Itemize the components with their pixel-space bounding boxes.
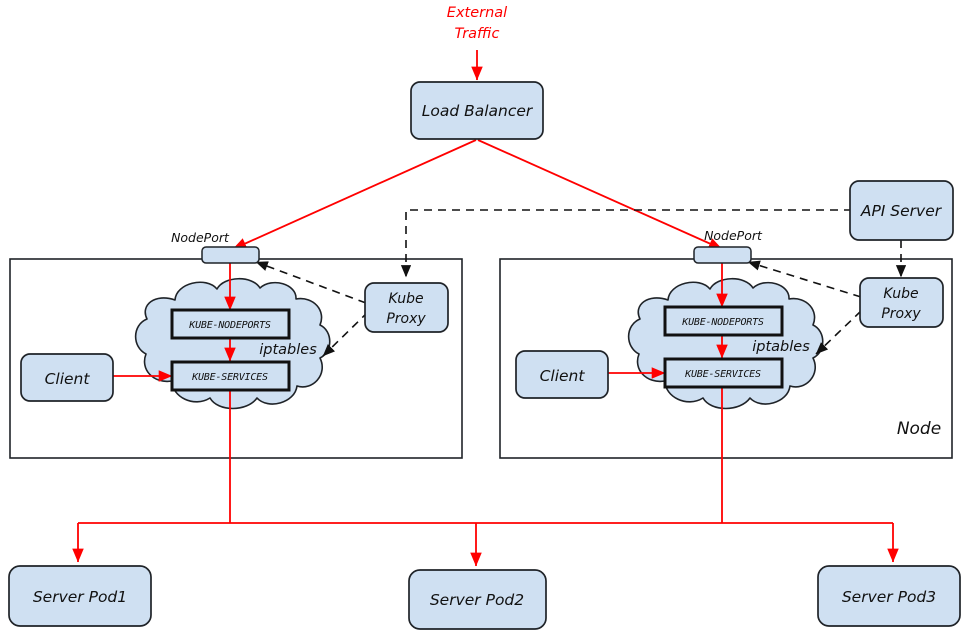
arrow-lb-to-nodeport-left xyxy=(232,139,477,250)
arrow-kubeproxy-to-iptables-right xyxy=(815,310,862,355)
chain-kube-nodeports-left-label: KUBE-NODEPORTS xyxy=(188,320,271,331)
external-traffic-line2: Traffic xyxy=(454,26,499,42)
api-server-box[interactable]: API Server xyxy=(849,180,954,241)
client-right-box[interactable]: Client xyxy=(515,350,609,399)
iptables-left-label: iptables xyxy=(259,342,317,358)
chain-kube-nodeports-left[interactable]: KUBE-NODEPORTS xyxy=(170,308,291,340)
server-pod-1-box[interactable]: Server Pod1 xyxy=(8,565,152,627)
chain-kube-nodeports-right-label: KUBE-NODEPORTS xyxy=(681,317,764,328)
arrow-kubeproxy-to-nodeport-right xyxy=(747,260,862,298)
chain-kube-services-left-label: KUBE-SERVICES xyxy=(191,372,268,383)
kube-proxy-right-line1: Kube xyxy=(883,286,918,302)
chain-kube-services-right[interactable]: KUBE-SERVICES xyxy=(663,357,784,389)
api-server-label: API Server xyxy=(860,202,943,220)
nodeport-right[interactable] xyxy=(693,246,752,264)
load-balancer-box[interactable]: Load Balancer xyxy=(410,81,544,140)
nodeport-left[interactable] xyxy=(201,246,260,264)
arrow-apiserver-to-kubeproxy-left xyxy=(400,209,852,278)
client-left-label: Client xyxy=(45,370,91,388)
iptables-right-label: iptables xyxy=(752,339,810,355)
chain-kube-services-left[interactable]: KUBE-SERVICES xyxy=(170,360,291,392)
client-right-label: Client xyxy=(540,367,586,385)
server-pod-2-box[interactable]: Server Pod2 xyxy=(408,569,547,630)
server-pod-3-label: Server Pod3 xyxy=(842,588,936,606)
server-pod-1-label: Server Pod1 xyxy=(33,588,127,606)
load-balancer-label: Load Balancer xyxy=(422,102,534,120)
nodeport-left-label: NodePort xyxy=(171,230,230,245)
kube-proxy-right-line2: Proxy xyxy=(881,306,921,322)
chain-kube-nodeports-right[interactable]: KUBE-NODEPORTS xyxy=(663,305,784,337)
arrow-lb-to-nodeport-right xyxy=(477,139,723,250)
node-right-label: Node xyxy=(897,419,941,439)
arrow-kubeproxy-to-nodeport-left xyxy=(255,261,367,304)
chain-kube-services-right-label: KUBE-SERVICES xyxy=(684,369,761,380)
nodeport-right-label: NodePort xyxy=(704,228,763,243)
kube-proxy-left-line2: Proxy xyxy=(386,311,426,327)
pod-distribution-bus xyxy=(72,522,899,567)
arrow-kubeproxy-to-iptables-left xyxy=(322,311,369,357)
server-pod-2-label: Server Pod2 xyxy=(430,591,524,609)
client-left-box[interactable]: Client xyxy=(20,353,114,402)
kube-proxy-left-box[interactable]: Kube Proxy xyxy=(364,282,449,333)
external-traffic-line1: External xyxy=(447,5,507,21)
server-pod-3-box[interactable]: Server Pod3 xyxy=(817,565,961,627)
kube-proxy-right-box[interactable]: Kube Proxy xyxy=(859,277,944,328)
kube-proxy-left-line1: Kube xyxy=(388,291,423,307)
